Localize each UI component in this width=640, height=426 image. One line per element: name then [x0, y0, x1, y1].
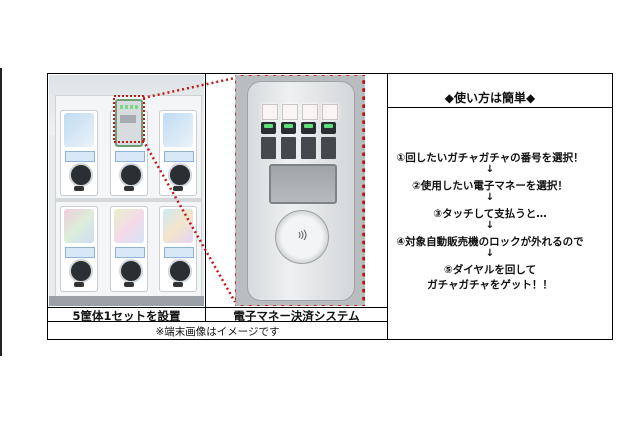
- step-5: ⑤ダイヤルを回して: [443, 264, 537, 276]
- table-border-left: [47, 73, 48, 340]
- step-3: ③タッチして支払うと…: [433, 208, 547, 220]
- table-divider-images: [47, 307, 388, 308]
- caption-machines: 5筐体1セットを設置: [72, 309, 181, 323]
- step-2: ②使用したい電子マネーを選択！: [412, 180, 568, 192]
- step-4: ④対象自動販売機のロックが外れるので: [396, 236, 584, 248]
- table-divider-right: [387, 73, 388, 340]
- machine-select-button: [261, 122, 276, 134]
- machine-select-button: [321, 122, 336, 134]
- step-1: ①回したいガチャガチャの番号を選択！: [396, 152, 584, 164]
- step-arrow: ↓: [485, 248, 495, 259]
- machine-rack: [55, 95, 202, 303]
- terminal-screen: [269, 164, 337, 204]
- machine-select-button: [301, 122, 316, 134]
- terminal-body: [247, 81, 355, 301]
- payment-terminal-photo: [235, 75, 365, 306]
- table-border-right: [612, 73, 613, 340]
- table-border-bottom: [47, 339, 613, 340]
- table-border-top: [47, 73, 613, 74]
- contactless-icon: [298, 229, 307, 241]
- page-left-rule: [0, 68, 2, 356]
- table-divider-header: [387, 107, 613, 108]
- step-arrow: ↓: [485, 220, 495, 231]
- table-divider-captions: [47, 321, 388, 322]
- step-arrow: ↓: [485, 192, 495, 203]
- caption-payment-system: 電子マネー決済システム: [233, 309, 360, 323]
- table-divider-middle: [205, 73, 206, 321]
- payment-terminal-small: [115, 99, 143, 147]
- gacha-machines-photo: [49, 75, 204, 306]
- step-arrow: ↓: [485, 164, 495, 175]
- image-note: ※端末画像はイメージです: [155, 326, 280, 338]
- highlight-frame: [235, 75, 365, 306]
- instructions-title: ◆使い方は簡単◆: [444, 91, 536, 105]
- card-reader: [275, 210, 329, 264]
- machine-select-button: [281, 122, 296, 134]
- step-5-continued: ガチャガチャをゲット！！: [427, 279, 553, 291]
